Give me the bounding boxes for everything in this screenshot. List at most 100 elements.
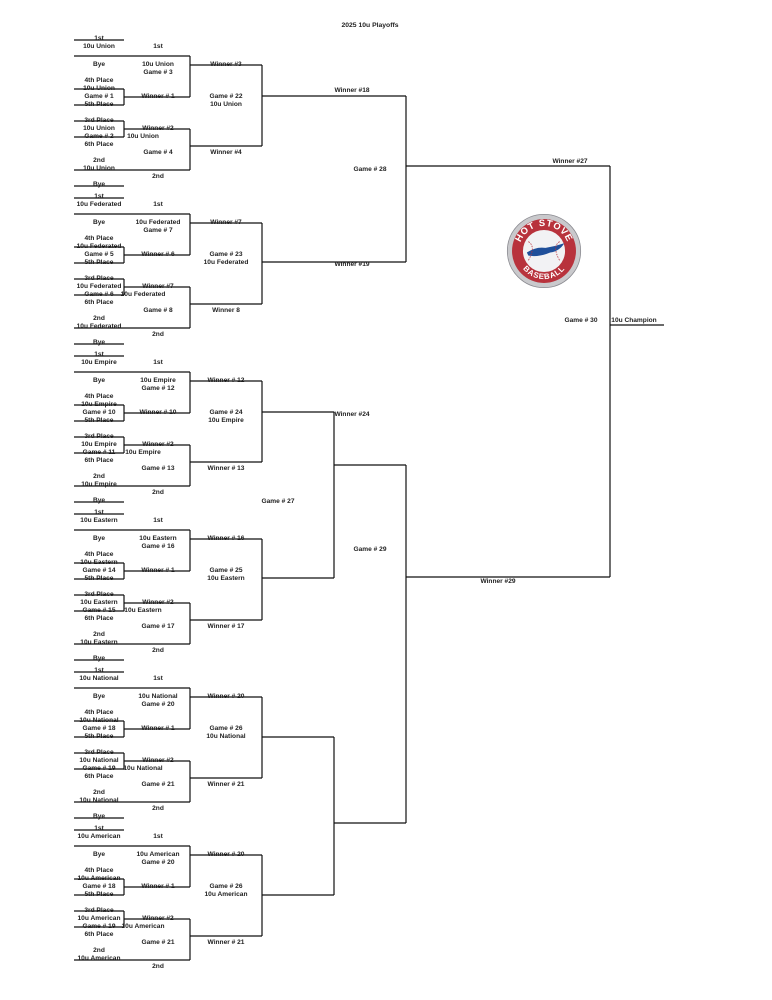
division-1-left-label: Game # 2: [84, 133, 114, 140]
division-4-round1-label: Winner # 1: [141, 567, 175, 574]
division-2-round1-label: Game # 7: [143, 227, 173, 234]
division-6-left-label: 10u American: [77, 955, 121, 962]
division-3-left-label: 10u Empire: [81, 359, 117, 366]
division-1-round2-label: 10u Union: [210, 101, 242, 108]
division-1-left-label: 10u Union: [83, 43, 115, 50]
division-3-round1-label: 1st: [153, 359, 163, 366]
division-5-left-label: 5th Place: [84, 733, 114, 740]
division-4-round2-label: 10u Eastern: [207, 575, 245, 582]
division-5-round2-label: Winner # 21: [207, 781, 245, 788]
division-4-left-label: 10u Eastern: [80, 599, 118, 606]
division-6-left-label: 2nd: [93, 947, 105, 954]
division-1-left-label: 2nd: [93, 157, 105, 164]
division-5-left-label: 6th Place: [84, 773, 114, 780]
division-5-left-label: 10u National: [79, 757, 119, 764]
division-1-left-label: Bye: [92, 181, 106, 188]
division-5-round1-label: Game # 20: [141, 701, 175, 708]
division-1-left-label: 1st: [94, 35, 104, 42]
division-3-left-label: Game # 11: [82, 449, 116, 456]
division-1-round1-label: 10u Union: [142, 61, 174, 68]
division-3-left-label: 6th Place: [84, 457, 114, 464]
division-5-round2-label: 10u National: [206, 733, 246, 740]
division-2-left-label: 2nd: [93, 315, 105, 322]
division-3-left-label: 10u Empire: [81, 401, 117, 408]
division-6-round1-label: Winner # 1: [141, 883, 175, 890]
division-5-round1-label: Winner #2: [142, 757, 174, 764]
division-1-left-label: 10u Union: [83, 125, 115, 132]
division-6-round1-label: Game # 20: [141, 859, 175, 866]
division-2-round2-label: Game # 23: [209, 251, 243, 258]
division-1-round1-label: Winner # 1: [141, 93, 175, 100]
division-1-round2-label: Game # 22: [209, 93, 243, 100]
division-2-round2-label: Winner #7: [210, 219, 242, 226]
game-28-label: Game # 28: [353, 166, 387, 173]
division-5-left-label: 2nd: [93, 789, 105, 796]
division-4-left-label: 4th Place: [84, 551, 114, 558]
division-3-round1-label: Winner # 10: [139, 409, 177, 416]
division-1-left-label: 4th Place: [84, 77, 114, 84]
division-4-round1-label: 10u Eastern: [139, 535, 177, 542]
page-title: 2025 10u Playoffs: [341, 22, 399, 29]
division-3-left-label: Game # 10: [82, 409, 116, 416]
division-3-left-label: 2nd: [93, 473, 105, 480]
division-2-left-label: Game # 5: [84, 251, 114, 258]
division-5-round1-label: 2nd: [152, 805, 164, 812]
division-6-round1-label: 10u American: [136, 851, 180, 858]
division-4-left-label: 10u Eastern: [80, 517, 118, 524]
division-1-round1-label: 1st: [153, 43, 163, 50]
division-2-left-label: 10u Federated: [76, 201, 122, 208]
division-3-round1-label: 10u Empire: [125, 449, 161, 456]
division-2-left-label: 10u Federated: [76, 283, 122, 290]
division-3-left-label: 1st: [94, 351, 104, 358]
division-2-round1-label: 2nd: [152, 331, 164, 338]
division-3-left-label: 3rd Place: [84, 433, 114, 440]
division-4-round1-label: 10u Eastern: [124, 607, 162, 614]
division-2-left-label: Game # 6: [84, 291, 114, 298]
division-2-left-label: Bye: [92, 339, 106, 346]
division-4-round1-label: 2nd: [152, 647, 164, 654]
division-5-left-label: Game # 19: [82, 765, 116, 772]
division-6-left-label: 10u American: [77, 833, 121, 840]
division-1-left-label: Game # 1: [84, 93, 114, 100]
division-4-left-label: 3rd Place: [84, 591, 114, 598]
division-6-left-label: 6th Place: [84, 931, 114, 938]
division-3-left-label: 4th Place: [84, 393, 114, 400]
champion-label: 10u Champion: [611, 317, 657, 324]
division-4-round1-label: 1st: [153, 517, 163, 524]
division-2-round1-label: 10u Federated: [135, 219, 181, 226]
division-5-left-label: 3rd Place: [84, 749, 114, 756]
division-6-left-label: Game # 18: [82, 883, 116, 890]
winner-29-label: Winner #29: [480, 578, 516, 585]
division-6-round2-label: Winner # 21: [207, 939, 245, 946]
division-6-left-label: 1st: [94, 825, 104, 832]
division-5-left-label: Bye: [92, 813, 106, 820]
division-5-round2-label: Game # 26: [209, 725, 243, 732]
division-2-round1-label: Winner #7: [142, 283, 174, 290]
division-4-left-label: 10u Eastern: [80, 639, 118, 646]
division-6-round1-label: 10u American: [121, 923, 165, 930]
division-2-round1-label: 10u Federated: [120, 291, 166, 298]
division-3-round1-label: 2nd: [152, 489, 164, 496]
division-3-left-label: 10u Empire: [81, 441, 117, 448]
division-2-left-label: 5th Place: [84, 259, 114, 266]
division-5-left-label: Game # 18: [82, 725, 116, 732]
division-5-left-label: 4th Place: [84, 709, 114, 716]
division-4-round2-label: Winner # 16: [207, 535, 245, 542]
division-4-left-label: 6th Place: [84, 615, 114, 622]
division-1-round1-label: 10u Union: [127, 133, 159, 140]
winner-24-label: Winner #24: [334, 411, 370, 418]
division-2-left-label: 10u Federated: [76, 243, 122, 250]
division-2-round2-label: Winner 8: [212, 307, 240, 314]
winner-19-label: Winner #19: [334, 261, 370, 268]
division-1-left-label: 10u Union: [83, 85, 115, 92]
division-4-left-label: 2nd: [93, 631, 105, 638]
division-5-round1-label: Game # 21: [141, 781, 175, 788]
game-29-label: Game # 29: [353, 546, 387, 553]
division-2-round1-label: Winner # 6: [141, 251, 175, 258]
division-6-round1-label: 2nd: [152, 963, 164, 970]
division-2-round1-label: 1st: [153, 201, 163, 208]
division-6-left-label: 10u American: [77, 915, 121, 922]
division-5-round1-label: Winner # 1: [141, 725, 175, 732]
division-1-round1-label: Winner #2: [142, 125, 174, 132]
